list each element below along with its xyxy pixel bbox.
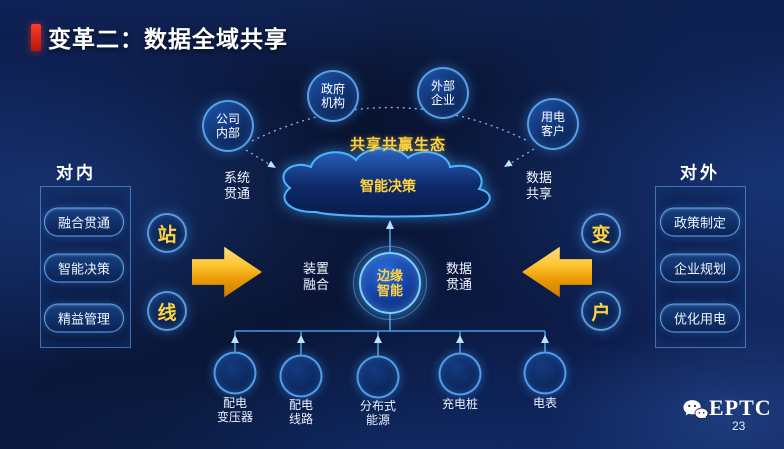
panel-item: 融合贯通: [44, 207, 124, 237]
panel-item: 优化用电: [660, 303, 740, 333]
badge-label: 站: [157, 224, 177, 246]
node-company-internal: 公司 内部: [202, 100, 254, 152]
panel-item: 政策制定: [660, 207, 740, 237]
badge-line: 线: [147, 291, 187, 331]
note-system-connect: 系统 贯通: [223, 170, 251, 201]
panel-title-external: 对外: [680, 163, 720, 183]
node-label: 配电 变压器: [216, 396, 254, 424]
badge-station: 站: [147, 213, 187, 253]
badge-household: 户: [581, 291, 621, 331]
page-title: 变革二：数据全域共享: [48, 26, 288, 52]
edge-intelligence-node: 边缘 智能: [353, 246, 427, 320]
node-power-customer: 用电 客户: [527, 98, 579, 150]
node-charging-pile: [438, 352, 482, 396]
node-label: 外部 企业: [430, 79, 455, 107]
wechat-icon: [683, 400, 708, 420]
note-data-connect: 数据 贯通: [445, 261, 473, 292]
eptc-logo: EPTC: [709, 395, 772, 420]
title-accent-bar: [31, 24, 41, 51]
badge-label: 户: [591, 302, 611, 324]
node-external-enterprise: 外部 企业: [417, 67, 469, 119]
node-electric-meter: [523, 351, 567, 395]
panel-item: 智能决策: [44, 253, 124, 283]
panel-item: 企业规划: [660, 253, 740, 283]
cloud-shape: [282, 147, 491, 218]
badge-label: 变: [591, 224, 611, 246]
cloud-label: 智能决策: [360, 178, 416, 194]
node-label: 边缘 智能: [376, 268, 403, 298]
node-label: 用电 客户: [540, 110, 565, 138]
node-label: 公司 内部: [215, 112, 240, 140]
badge-transformer: 变: [581, 213, 621, 253]
node-label: 配电 线路: [288, 398, 314, 426]
node-label: 政府 机构: [320, 82, 345, 110]
node-government: 政府 机构: [307, 70, 359, 122]
note-device-fusion: 装置 融合: [302, 261, 330, 292]
note-data-share: 数据 共享: [525, 170, 553, 201]
node-label: 分布式 能源: [359, 399, 397, 427]
node-distribution-transformer: [213, 351, 257, 395]
badge-label: 线: [157, 302, 177, 324]
page-number: 23: [732, 419, 746, 433]
node-label: 电表: [532, 396, 558, 410]
node-distribution-line: [279, 354, 323, 398]
node-distributed-energy: [356, 355, 400, 399]
panel-title-internal: 对内: [56, 163, 96, 183]
ecosystem-headline: 共享共赢生态: [349, 136, 447, 154]
panel-item: 精益管理: [44, 303, 124, 333]
node-label: 充电桩: [441, 397, 479, 411]
